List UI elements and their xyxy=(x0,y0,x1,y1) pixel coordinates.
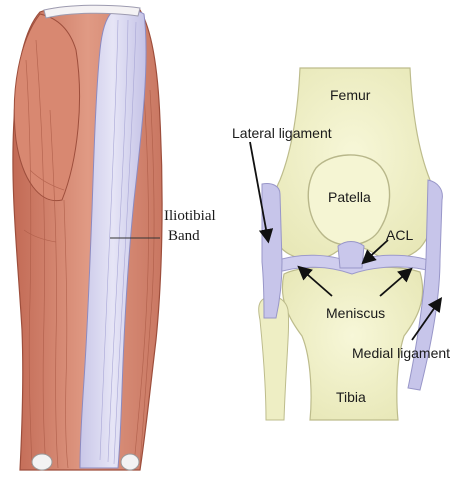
thigh-illustration: Iliotibial Band xyxy=(13,5,216,470)
label-tibia: Tibia xyxy=(336,389,366,405)
label-meniscus: Meniscus xyxy=(326,305,385,321)
itb-label-line2: Band xyxy=(168,228,200,244)
knee-tendon-right xyxy=(121,454,139,470)
knee-joint-illustration: Femur Lateral ligament Patella ACL Menis… xyxy=(232,68,450,420)
label-patella: Patella xyxy=(328,189,371,205)
label-lateral-ligament: Lateral ligament xyxy=(232,125,332,141)
label-acl: ACL xyxy=(386,227,413,243)
knee-tendon-left xyxy=(32,454,52,470)
label-femur: Femur xyxy=(330,87,371,103)
lateral-ligament xyxy=(262,183,282,318)
itb-label-line1: Iliotibial xyxy=(164,208,216,224)
label-medial-ligament: Medial ligament xyxy=(352,345,450,361)
acl-ligament xyxy=(338,242,364,269)
